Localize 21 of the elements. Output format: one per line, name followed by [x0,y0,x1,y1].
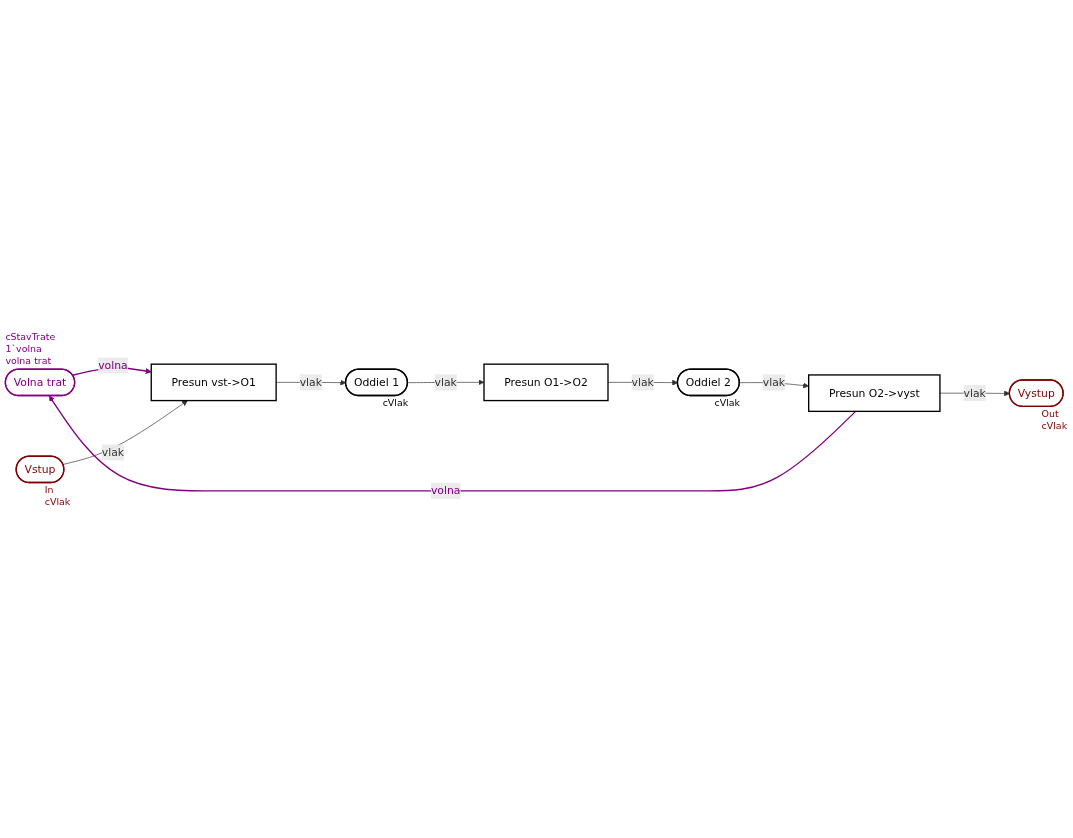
inscription-text: In [44,484,54,496]
edge-label: vlak [631,375,654,389]
edge-label: vlak [434,375,457,389]
node-box: Presun O2->vyst [808,374,941,413]
edge-label: volna [98,358,128,372]
inscription-text: cVlak [382,397,409,409]
edge-label: vlak [762,375,786,389]
inscription-text: cVlak [1041,420,1068,432]
edge-label: vlak [299,375,322,389]
edge-label: vlak [963,386,986,400]
node-box: Presun O1->O2 [483,363,609,402]
inscription-text: 1`volna [5,342,42,354]
edge-label: volna [430,484,461,497]
node-box: Presun vst->O1 [150,363,277,402]
inscription-text: Out [1041,408,1059,420]
inscription-text: cStavTrate [5,330,56,342]
edge-label: vlak [101,445,125,459]
inscription-text: cVlak [44,496,71,508]
inscription-text: volna trat [5,354,52,366]
arrow [48,395,857,492]
inscription-text: cVlak [714,397,741,409]
